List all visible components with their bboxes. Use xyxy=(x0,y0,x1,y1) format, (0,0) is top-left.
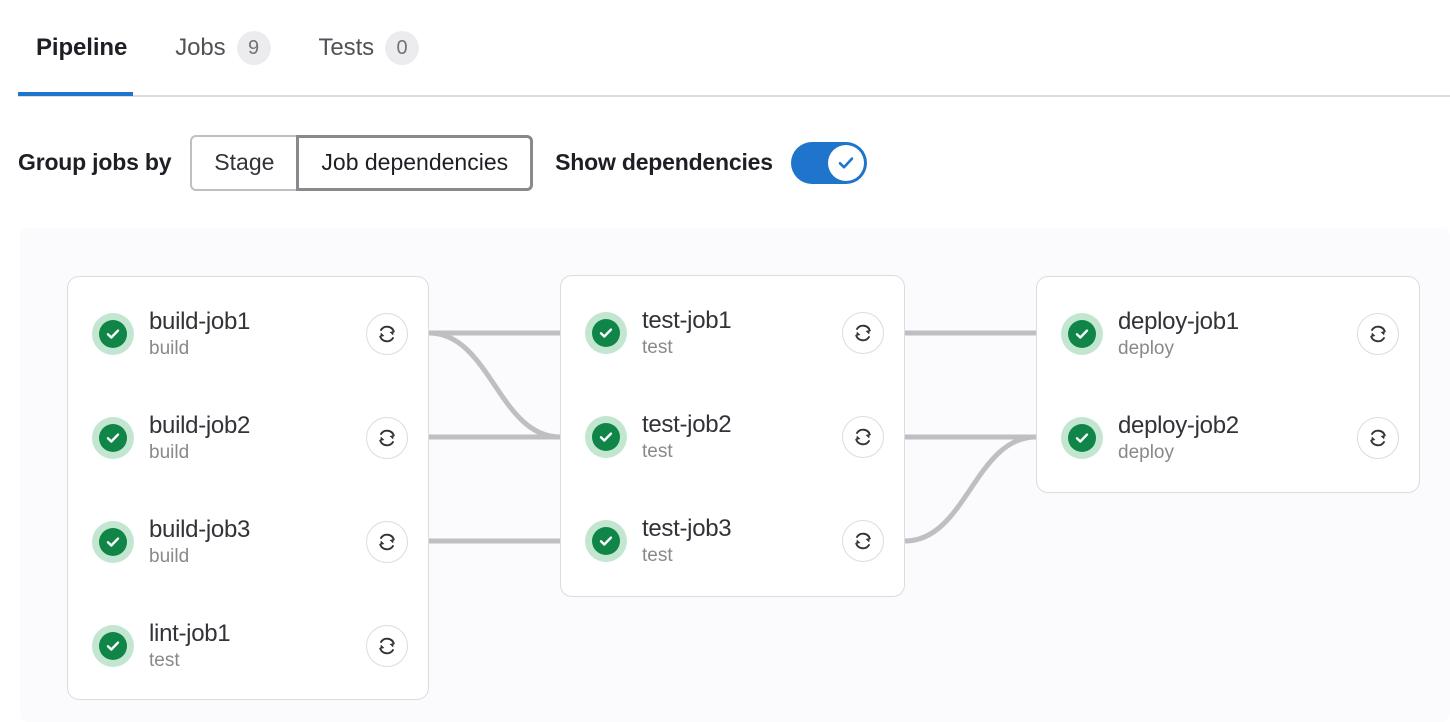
retry-icon-button[interactable] xyxy=(366,625,408,667)
show-dependencies-control: Show dependencies xyxy=(555,141,867,184)
tab-tests-label: Tests xyxy=(318,34,375,61)
job-row[interactable]: deploy-job1 deploy xyxy=(1037,306,1419,362)
job-name: build-job2 xyxy=(149,412,251,439)
status-success-icon xyxy=(1061,417,1103,459)
retry-icon-button[interactable] xyxy=(842,416,884,458)
status-success-icon xyxy=(92,521,134,563)
group-jobs-by-label: Group jobs by xyxy=(18,149,172,175)
retry-icon xyxy=(379,637,395,655)
toggle-knob xyxy=(827,144,864,181)
job-row[interactable]: lint-job1 test xyxy=(68,618,428,674)
tab-jobs-label: Jobs xyxy=(175,34,226,61)
group-jobs-by-segmented-control: Stage Job dependencies xyxy=(190,134,534,191)
status-success-icon xyxy=(1061,313,1103,355)
job-stage: test xyxy=(149,650,180,671)
job-name: test-job2 xyxy=(642,411,732,438)
job-name: build-job1 xyxy=(149,308,251,335)
tab-active-underline xyxy=(18,92,134,96)
status-success-icon xyxy=(585,416,627,458)
job-stage: build xyxy=(149,338,190,359)
job-row[interactable]: build-job1 build xyxy=(68,306,428,362)
job-stage: test xyxy=(642,337,673,358)
check-icon xyxy=(838,156,854,168)
tab-list: Pipeline Jobs 9 Tests 0 xyxy=(18,0,444,96)
pipeline-tabbar: Pipeline Jobs 9 Tests 0 xyxy=(0,0,1450,97)
job-name: deploy-job2 xyxy=(1118,412,1239,439)
retry-icon-button[interactable] xyxy=(366,313,408,355)
retry-icon-button[interactable] xyxy=(842,312,884,354)
job-stage: build xyxy=(149,442,190,463)
stage-card-deploy: deploy-job1 deploy deploy-job2 d xyxy=(1036,276,1420,493)
show-dependencies-toggle[interactable] xyxy=(790,141,867,184)
retry-icon xyxy=(855,532,871,550)
job-name: test-job1 xyxy=(642,307,732,334)
status-success-icon xyxy=(92,625,134,667)
stage-card-test: test-job1 test test-job2 test xyxy=(560,275,905,597)
status-success-icon xyxy=(92,313,134,355)
job-name: deploy-job1 xyxy=(1118,308,1239,335)
tab-jobs-badge: 9 xyxy=(236,31,271,65)
link-build-job1-test-job2 xyxy=(428,330,561,440)
job-row[interactable]: test-job3 test xyxy=(561,513,904,569)
group-by-job-dependencies-button[interactable]: Job dependencies xyxy=(296,134,534,191)
retry-icon xyxy=(379,429,395,447)
link-test-job3-deploy-job2 xyxy=(904,434,1037,544)
job-row[interactable]: deploy-job2 deploy xyxy=(1037,410,1419,466)
job-name: test-job3 xyxy=(642,515,732,542)
job-stage: build xyxy=(149,546,190,567)
job-stage: test xyxy=(642,545,673,566)
retry-icon-button[interactable] xyxy=(842,520,884,562)
tab-pipeline-label: Pipeline xyxy=(36,34,128,61)
job-row[interactable]: test-job1 test xyxy=(561,305,904,361)
status-success-icon xyxy=(585,520,627,562)
retry-icon-button[interactable] xyxy=(366,521,408,563)
stage-card-build: build-job1 build build-job2 buil xyxy=(67,276,429,700)
tab-jobs[interactable]: Jobs 9 xyxy=(151,0,294,70)
job-name: build-job3 xyxy=(149,516,251,543)
retry-icon-button[interactable] xyxy=(1357,417,1399,459)
job-name: lint-job1 xyxy=(149,620,231,647)
tab-tests[interactable]: Tests 0 xyxy=(295,0,444,70)
graph-controls: Group jobs by Stage Job dependencies Sho… xyxy=(0,97,1450,228)
job-row[interactable]: test-job2 test xyxy=(561,409,904,465)
retry-icon xyxy=(855,428,871,446)
retry-icon-button[interactable] xyxy=(366,417,408,459)
tab-tests-badge: 0 xyxy=(385,31,420,65)
tab-pipeline[interactable]: Pipeline xyxy=(18,0,151,96)
retry-icon xyxy=(1370,325,1386,343)
show-dependencies-label: Show dependencies xyxy=(555,149,773,175)
retry-icon-button[interactable] xyxy=(1357,313,1399,355)
status-success-icon xyxy=(585,312,627,354)
group-by-stage-button[interactable]: Stage xyxy=(190,134,297,191)
job-row[interactable]: build-job2 build xyxy=(68,410,428,466)
retry-icon xyxy=(1370,429,1386,447)
tabbar-divider xyxy=(18,95,1450,97)
retry-icon xyxy=(855,324,871,342)
job-stage: deploy xyxy=(1118,338,1174,359)
status-success-icon xyxy=(92,417,134,459)
pipeline-graph-canvas: build-job1 build build-job2 buil xyxy=(20,228,1450,722)
retry-icon xyxy=(379,533,395,551)
job-stage: test xyxy=(642,441,673,462)
retry-icon xyxy=(379,325,395,343)
job-stage: deploy xyxy=(1118,442,1174,463)
job-row[interactable]: build-job3 build xyxy=(68,514,428,570)
